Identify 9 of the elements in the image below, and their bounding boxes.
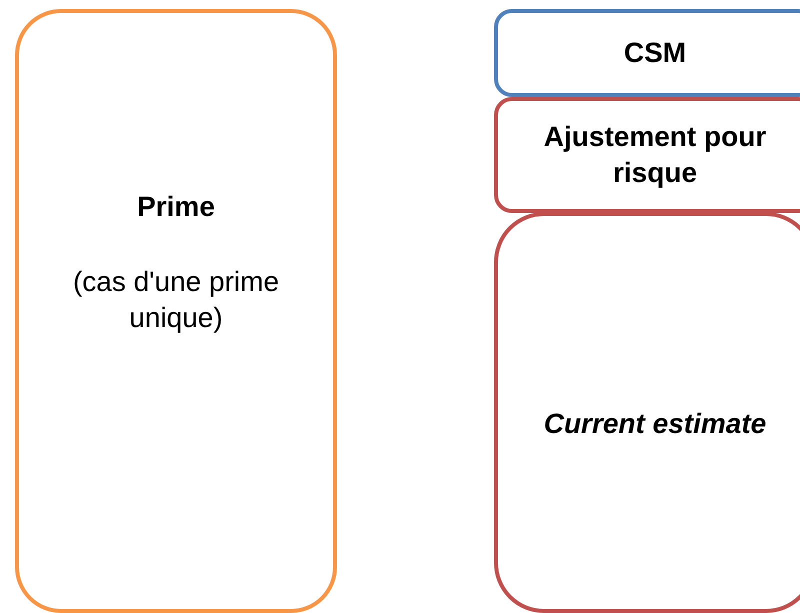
box-description: (cas d'une prime unique) [72,264,280,336]
box-title: Ajustement pour risque [542,120,768,190]
box-title: CSM [624,36,686,70]
box-title: Prime [137,190,215,224]
csm-box [494,9,800,97]
box-title: Current estimate [544,407,766,442]
current-estimate-box [494,212,800,613]
risk-adjustment-box [494,97,800,213]
premium-box [15,9,337,613]
